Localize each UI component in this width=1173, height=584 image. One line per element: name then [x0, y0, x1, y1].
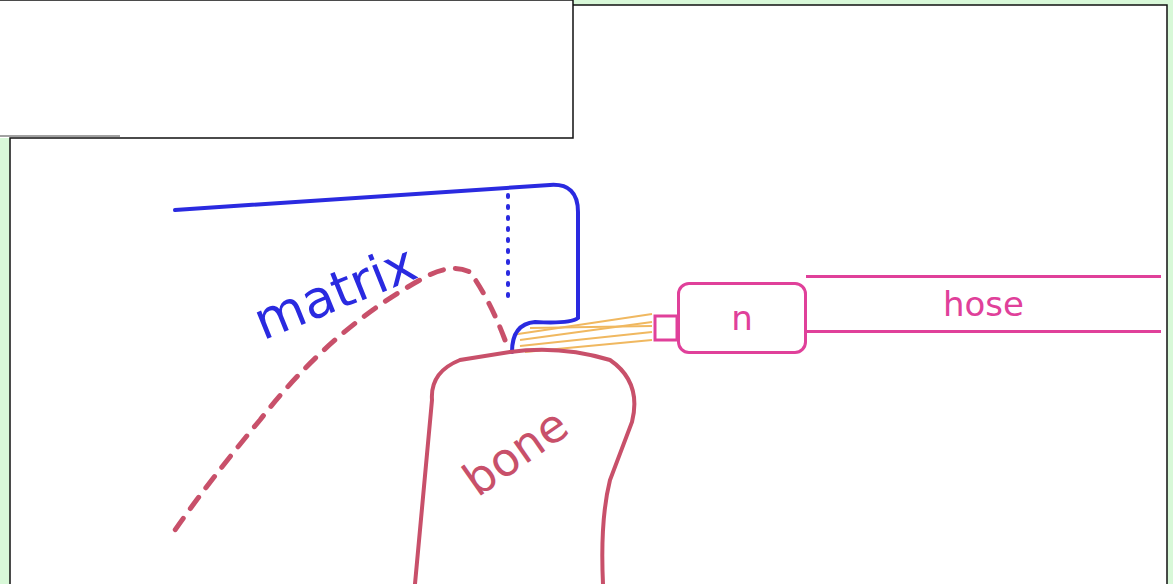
node-text: n: [731, 301, 753, 335]
panel-frame: [0, 136, 120, 137]
bone-shape: bone: [410, 340, 645, 584]
spray: [518, 314, 652, 352]
matrix-outline: [175, 185, 578, 352]
matrix-dotted-line: [506, 195, 510, 305]
hose-band: hose: [806, 275, 1161, 333]
nozzle-tip: [655, 316, 677, 340]
node-text: hose: [943, 287, 1024, 321]
nozzle-box: n: [677, 282, 807, 354]
node-text: bone: [455, 400, 575, 504]
panel-frame: [573, 5, 1167, 584]
